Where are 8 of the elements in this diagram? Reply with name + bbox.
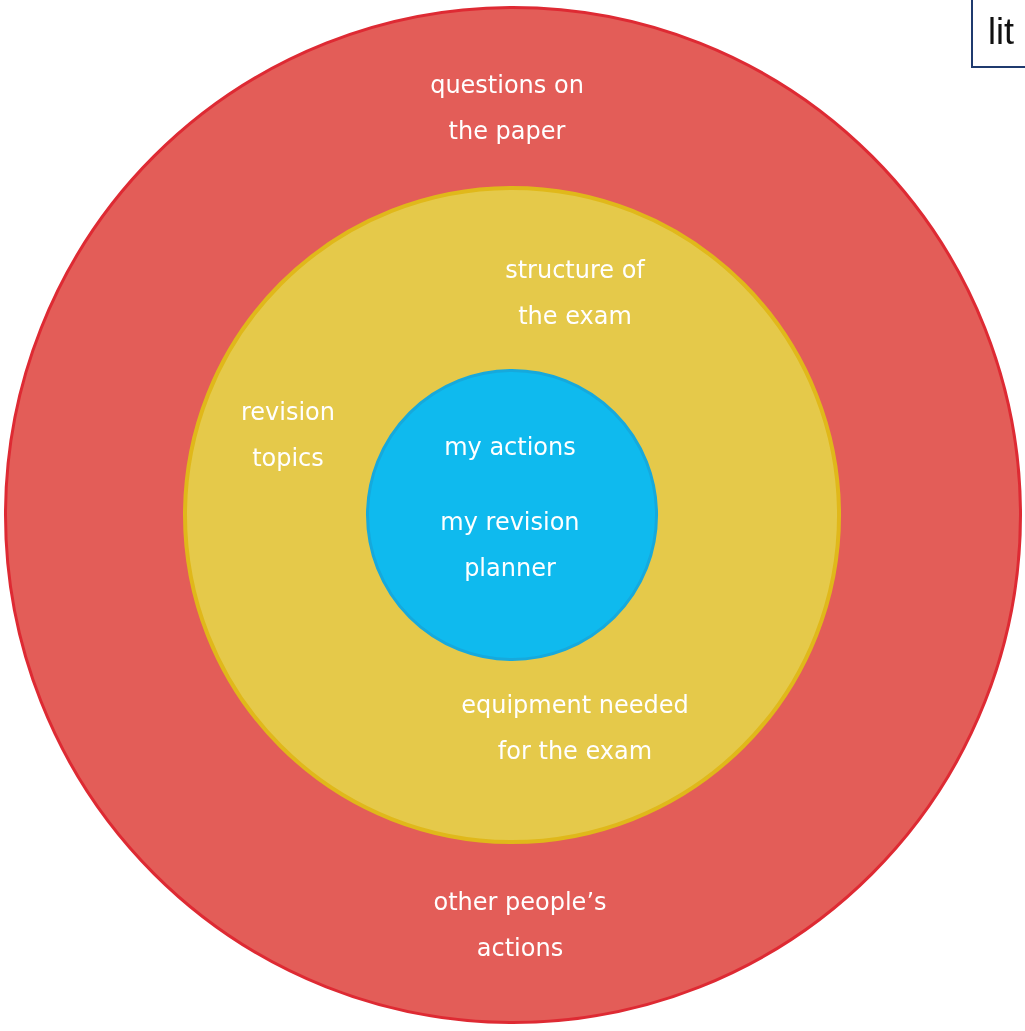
box-label: lit bbox=[988, 12, 1014, 52]
circle-label: questions on the paper bbox=[429, 70, 585, 147]
circle-label: revision topics bbox=[239, 397, 336, 474]
circle-label: my revision planner bbox=[439, 506, 581, 584]
circle-label: other people’s actions bbox=[432, 887, 608, 964]
circle-label: my actions bbox=[443, 431, 577, 463]
circle-label: structure of the exam bbox=[504, 255, 647, 332]
circle-label: equipment needed for the exam bbox=[460, 690, 690, 767]
